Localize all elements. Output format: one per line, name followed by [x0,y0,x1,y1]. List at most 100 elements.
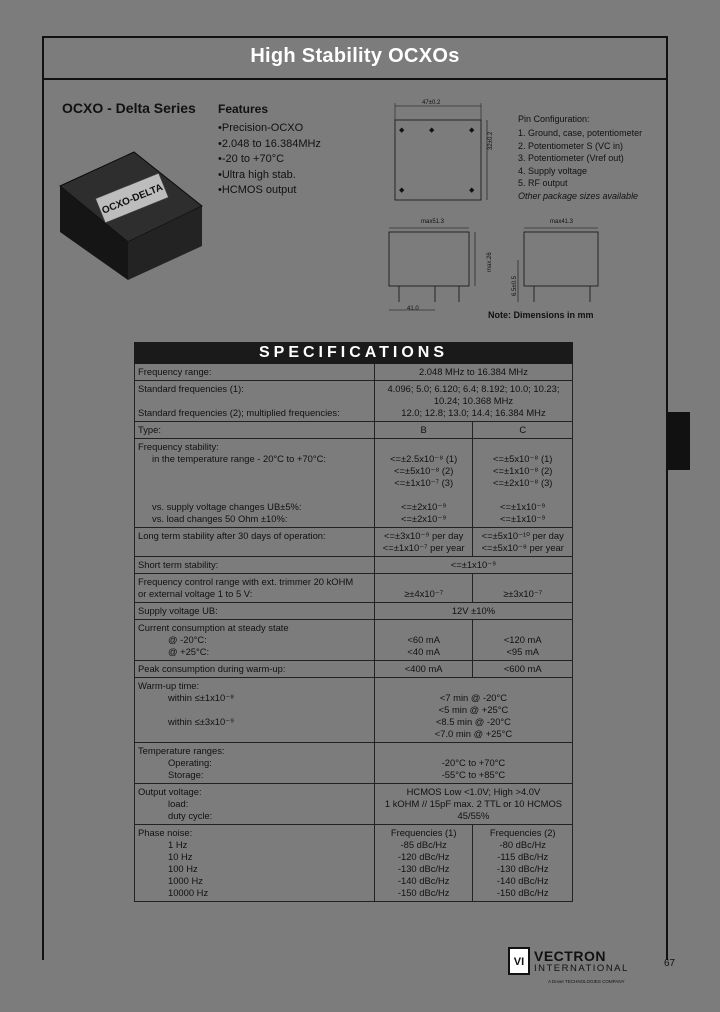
pin-config-list: 1. Ground, case, potentiometer 2. Potent… [518,127,642,202]
spec-label: or external voltage 1 to 5 V: [138,588,253,599]
pin-marker: ◆ [469,187,475,194]
spec-value: <=±1x10⁻⁸ (2) [493,465,553,476]
spec-sublabel: within ≤±1x10⁻⁸ [168,692,235,703]
pin-config-title: Pin Configuration: [518,114,590,124]
spec-label: Current consumption at steady state [138,622,289,633]
spec-value: 4.096; 5.0; 6.120; 6.4; 8.192; 10.0; 10.… [387,383,560,394]
spec-value: <=±5x10⁻⁸ (2) [393,465,454,476]
spec-label: Peak consumption during warm-up: [138,663,286,674]
type-b: B [373,422,473,438]
spec-label: Standard frequencies (2); multiplied fre… [138,407,340,418]
spec-value: <=±2x10⁻⁹ [400,513,447,524]
spec-row-peak: Peak consumption during warm-up: <400 mA… [134,661,573,678]
pin-item: 1. Ground, case, potentiometer [518,128,643,138]
specifications-header: SPECIFICATIONS [134,342,573,364]
spec-label: Type: [138,424,161,435]
spec-label: Standard frequencies (1): [138,383,244,394]
spec-value: <=±1x10⁻⁹ [500,501,546,512]
spec-row-short-term: Short term stability: <=±1x10⁻⁹ [134,557,573,574]
spec-value: -80 dBc/Hz [499,839,546,850]
phase-noise-col-title: Frequencies (2) [489,827,556,838]
spec-label: Long term stability after 30 days of ope… [138,530,326,541]
spec-sublabel: within ≤±3x10⁻⁹ [168,716,235,727]
spec-sublabel: load: [168,798,189,809]
spec-value: 12.0; 12.8; 13.0; 14.4; 16.384 MHz [401,407,546,418]
spec-value: <7 min @ -20°C [439,692,508,703]
spec-value: <=±1x10⁻⁷ per year [382,542,465,553]
spec-value: <5 min @ +25°C [438,704,509,715]
dim-front-height: max.26 [487,252,493,272]
spec-row-standard-frequencies: Standard frequencies (1): Standard frequ… [134,381,573,422]
front-view-drawing [388,227,476,311]
spec-sublabel: Storage: [168,769,204,780]
spec-value: 45/55% [457,810,490,821]
spec-label: Frequency range: [138,366,212,377]
spec-label: Warm-up time: [138,680,200,691]
spec-value: 1 kOHM // 15pF max. 2 TTL or 10 HCMOS [384,798,563,809]
spec-value: <=±2x10⁻⁸ (3) [493,477,553,488]
spec-label: Supply voltage UB: [138,605,218,616]
features-list: Precision-OCXO 2.048 to 16.384MHz -20 to… [218,121,321,199]
phase-noise-col-title: Frequencies (1) [390,827,457,838]
spec-value: <40 mA [407,646,440,657]
pin-note: Other package sizes available [518,190,639,201]
top-view-drawing: ◆ ◆ ◆ ◆ ◆ [394,103,488,201]
spec-value: -150 dBc/Hz [397,887,450,898]
spec-value: <=±1x10⁻⁷ (3) [394,477,454,488]
spec-label: Output voltage: [138,786,202,797]
spec-value: -140 dBc/Hz [397,875,450,886]
spec-value: <=±1x10⁻⁹ [373,557,572,573]
spec-value: <=±1x10⁻⁹ [500,513,546,524]
feature-item: 2.048 to 16.384MHz [218,137,321,153]
spec-value: <95 mA [506,646,540,657]
spec-value: <600 mA [472,661,572,677]
type-c: C [472,422,572,438]
header-box: High Stability OCXOs [42,36,668,80]
spec-value: <60 mA [407,634,440,645]
spec-value: -85 dBc/Hz [400,839,447,850]
spec-value: <120 mA [503,634,542,645]
phase-noise-offset: 10000 Hz [168,887,209,898]
page-frame [42,80,668,960]
spec-value: -130 dBc/Hz [496,863,549,874]
pin-marker: ◆ [399,127,405,134]
vectron-logo: VI VECTRON INTERNATIONAL A Dover TECHNOL… [508,947,648,992]
page-title: High Stability OCXOs [250,45,460,67]
spec-sublabel: @ -20°C: [168,634,207,645]
spec-sublabel: Operating: [168,757,212,768]
features-title: Features [218,102,269,116]
spec-label: Short term stability: [138,559,219,570]
specifications-table: Frequency range: 2.048 MHz to 16.384 MHz… [134,364,573,902]
spec-value: 2.048 MHz to 16.384 MHz [373,364,572,380]
feature-item: -20 to +70°C [218,152,321,168]
spec-sublabel: vs. supply voltage changes UB±5%: [152,501,302,512]
spec-row-long-term: Long term stability after 30 days of ope… [134,528,573,557]
pin-item: 5. RF output [518,178,568,188]
spec-sublabel: duty cycle: [168,810,213,821]
dim-top-height: 32±0.2 [488,131,494,150]
dimension-note: Note: Dimensions in mm [488,310,594,320]
spec-label: Phase noise: [138,827,193,838]
phase-noise-offset: 100 Hz [168,863,198,874]
spec-value: ≥±4x10⁻⁷ [404,588,444,599]
page-number: 67 [664,958,676,969]
pin-item: 4. Supply voltage [518,165,588,176]
spec-value: <=±5x10⁻⁸ (1) [493,453,553,464]
side-tab [668,412,690,470]
pin-marker: ◆ [399,187,405,194]
dim-top-width: 47±0.2 [422,100,441,106]
spec-value: 12V ±10% [373,603,572,619]
spec-value: <8.5 min @ -20°C [435,716,511,727]
dim-front-width: max51.3 [421,219,445,225]
pin-item: 2. Potentiometer S (VC in) [518,140,624,151]
pin-marker: ◆ [429,127,435,134]
spec-row-current: Current consumption at steady state @ -2… [134,620,573,661]
feature-item: Precision-OCXO [218,121,321,137]
spec-value: 10.24; 10.368 MHz [433,395,514,406]
spec-row-supply-voltage: Supply voltage UB: 12V ±10% [134,603,573,620]
spec-row-frequency-range: Frequency range: 2.048 MHz to 16.384 MHz [134,364,573,381]
pin-item: 3. Potentiometer (Vref out) [518,153,624,163]
dim-side-width: max41.3 [550,219,574,225]
spec-sublabel: in the temperature range - 20°C to +70°C… [152,453,327,464]
spec-value: <=±2.5x10⁻⁸ (1) [390,453,458,464]
